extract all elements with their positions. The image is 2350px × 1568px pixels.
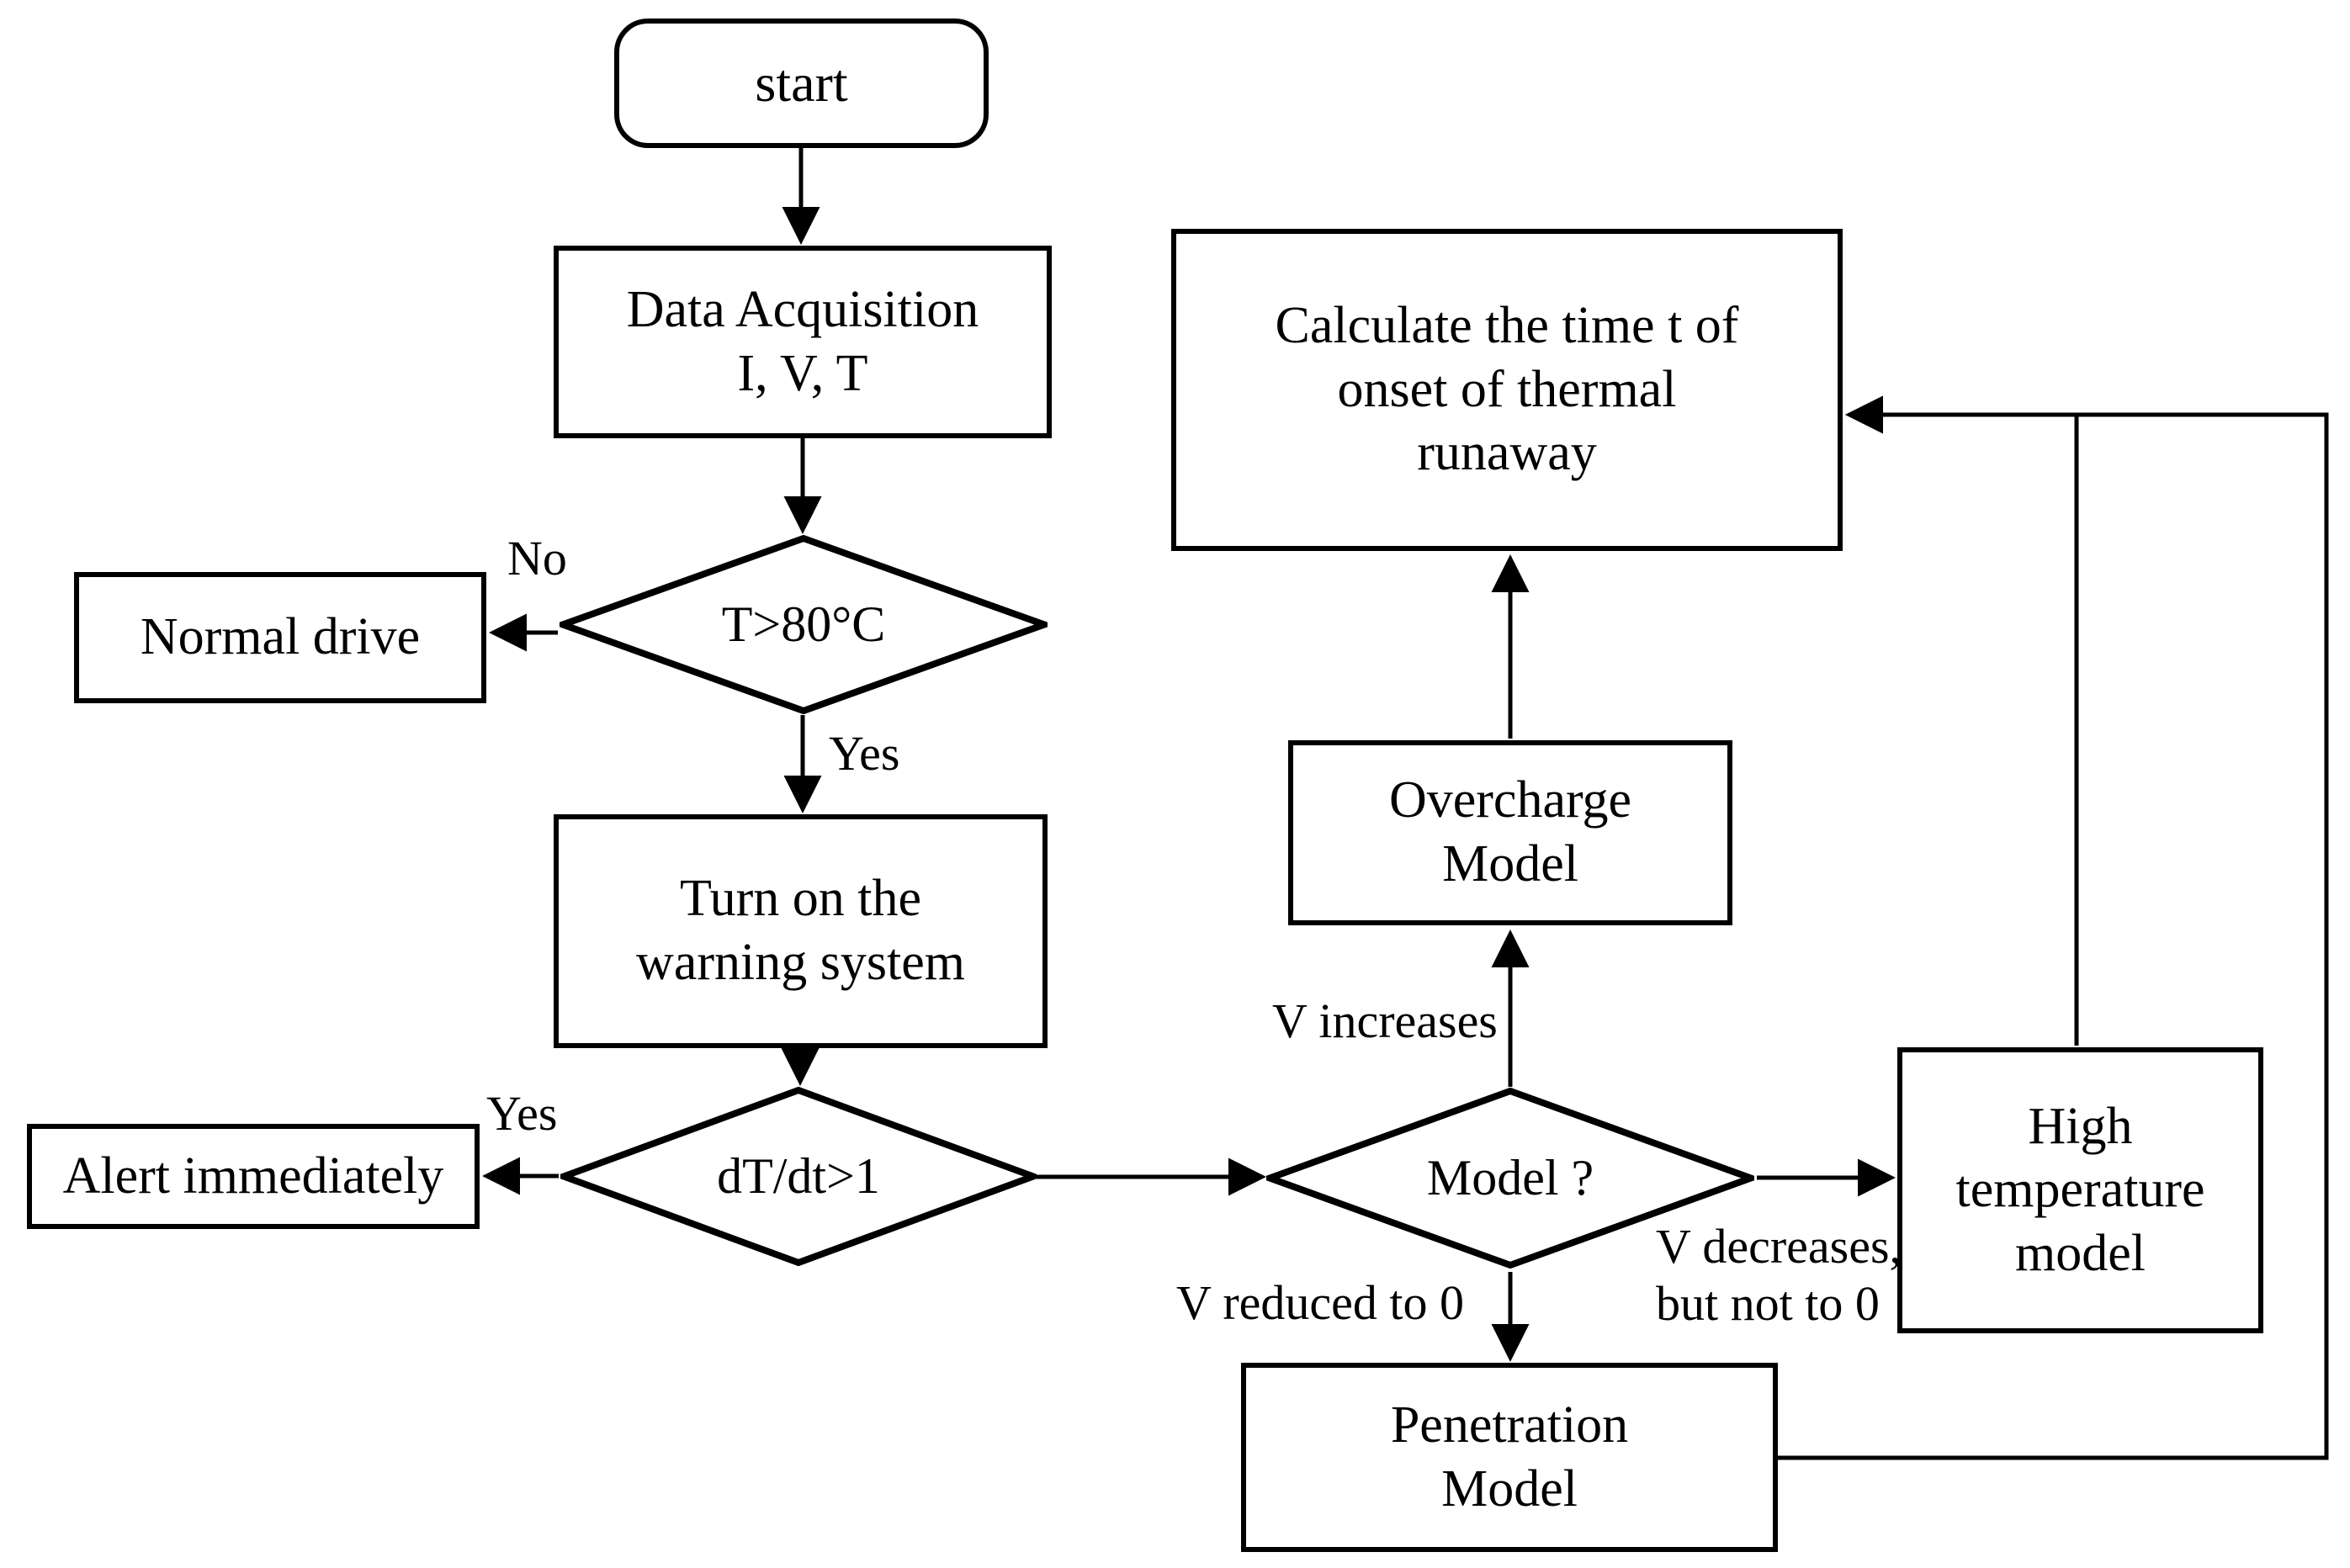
node-calculate-time[interactable]: Calculate the time t of onset of thermal… bbox=[1171, 229, 1843, 551]
node-data-acquisition-label: Data Acquisition I, V, T bbox=[626, 280, 979, 402]
edge-label-yes-rate: Yes bbox=[486, 1086, 558, 1141]
node-penetration-model-label: Penetration Model bbox=[1390, 1396, 1629, 1518]
edge-high-temperature-model-to-calculate bbox=[1844, 395, 2079, 1046]
node-penetration-model[interactable]: Penetration Model bbox=[1241, 1363, 1778, 1552]
edge-label-yes-temp: Yes bbox=[829, 726, 900, 781]
node-calculate-time-label: Calculate the time t of onset of thermal… bbox=[1275, 297, 1739, 482]
edge-label-v-increases: V increases bbox=[1272, 993, 1498, 1048]
node-warning-system[interactable]: Turn on the warning system bbox=[554, 814, 1048, 1048]
node-rate-check[interactable]: dT/dt>1 bbox=[560, 1087, 1037, 1266]
node-model-check-label: Model ? bbox=[1426, 1150, 1594, 1205]
node-overcharge-model[interactable]: Overcharge Model bbox=[1288, 740, 1732, 925]
node-normal-drive-label: Normal drive bbox=[140, 608, 421, 666]
node-model-check[interactable]: Model ? bbox=[1266, 1088, 1754, 1269]
node-temp-check-label: T>80°C bbox=[721, 596, 886, 652]
node-temp-check[interactable]: T>80°C bbox=[560, 535, 1048, 714]
node-normal-drive[interactable]: Normal drive bbox=[74, 572, 486, 703]
node-alert[interactable]: Alert immediately bbox=[27, 1124, 480, 1229]
temp-check-diamond-shape bbox=[560, 535, 1048, 714]
edge-label-v-reduced-to-zero: V reduced to 0 bbox=[1176, 1275, 1464, 1330]
node-high-temperature-model-label: High temperature model bbox=[1955, 1097, 2205, 1282]
node-start-label: start bbox=[755, 52, 848, 113]
edge-label-v-decreases-not-zero: V decreases, but not to 0 bbox=[1656, 1219, 1902, 1332]
edge-label-no: No bbox=[507, 531, 567, 585]
node-warning-system-label: Turn on the warning system bbox=[636, 870, 965, 991]
node-overcharge-model-label: Overcharge Model bbox=[1388, 771, 1632, 893]
node-rate-check-label: dT/dt>1 bbox=[717, 1148, 880, 1204]
node-start[interactable]: start bbox=[614, 19, 989, 148]
rate-check-diamond-shape bbox=[560, 1087, 1037, 1266]
model-check-diamond-shape bbox=[1266, 1088, 1754, 1269]
node-high-temperature-model[interactable]: High temperature model bbox=[1897, 1047, 2263, 1333]
node-alert-label: Alert immediately bbox=[62, 1147, 444, 1205]
node-data-acquisition[interactable]: Data Acquisition I, V, T bbox=[554, 246, 1052, 438]
